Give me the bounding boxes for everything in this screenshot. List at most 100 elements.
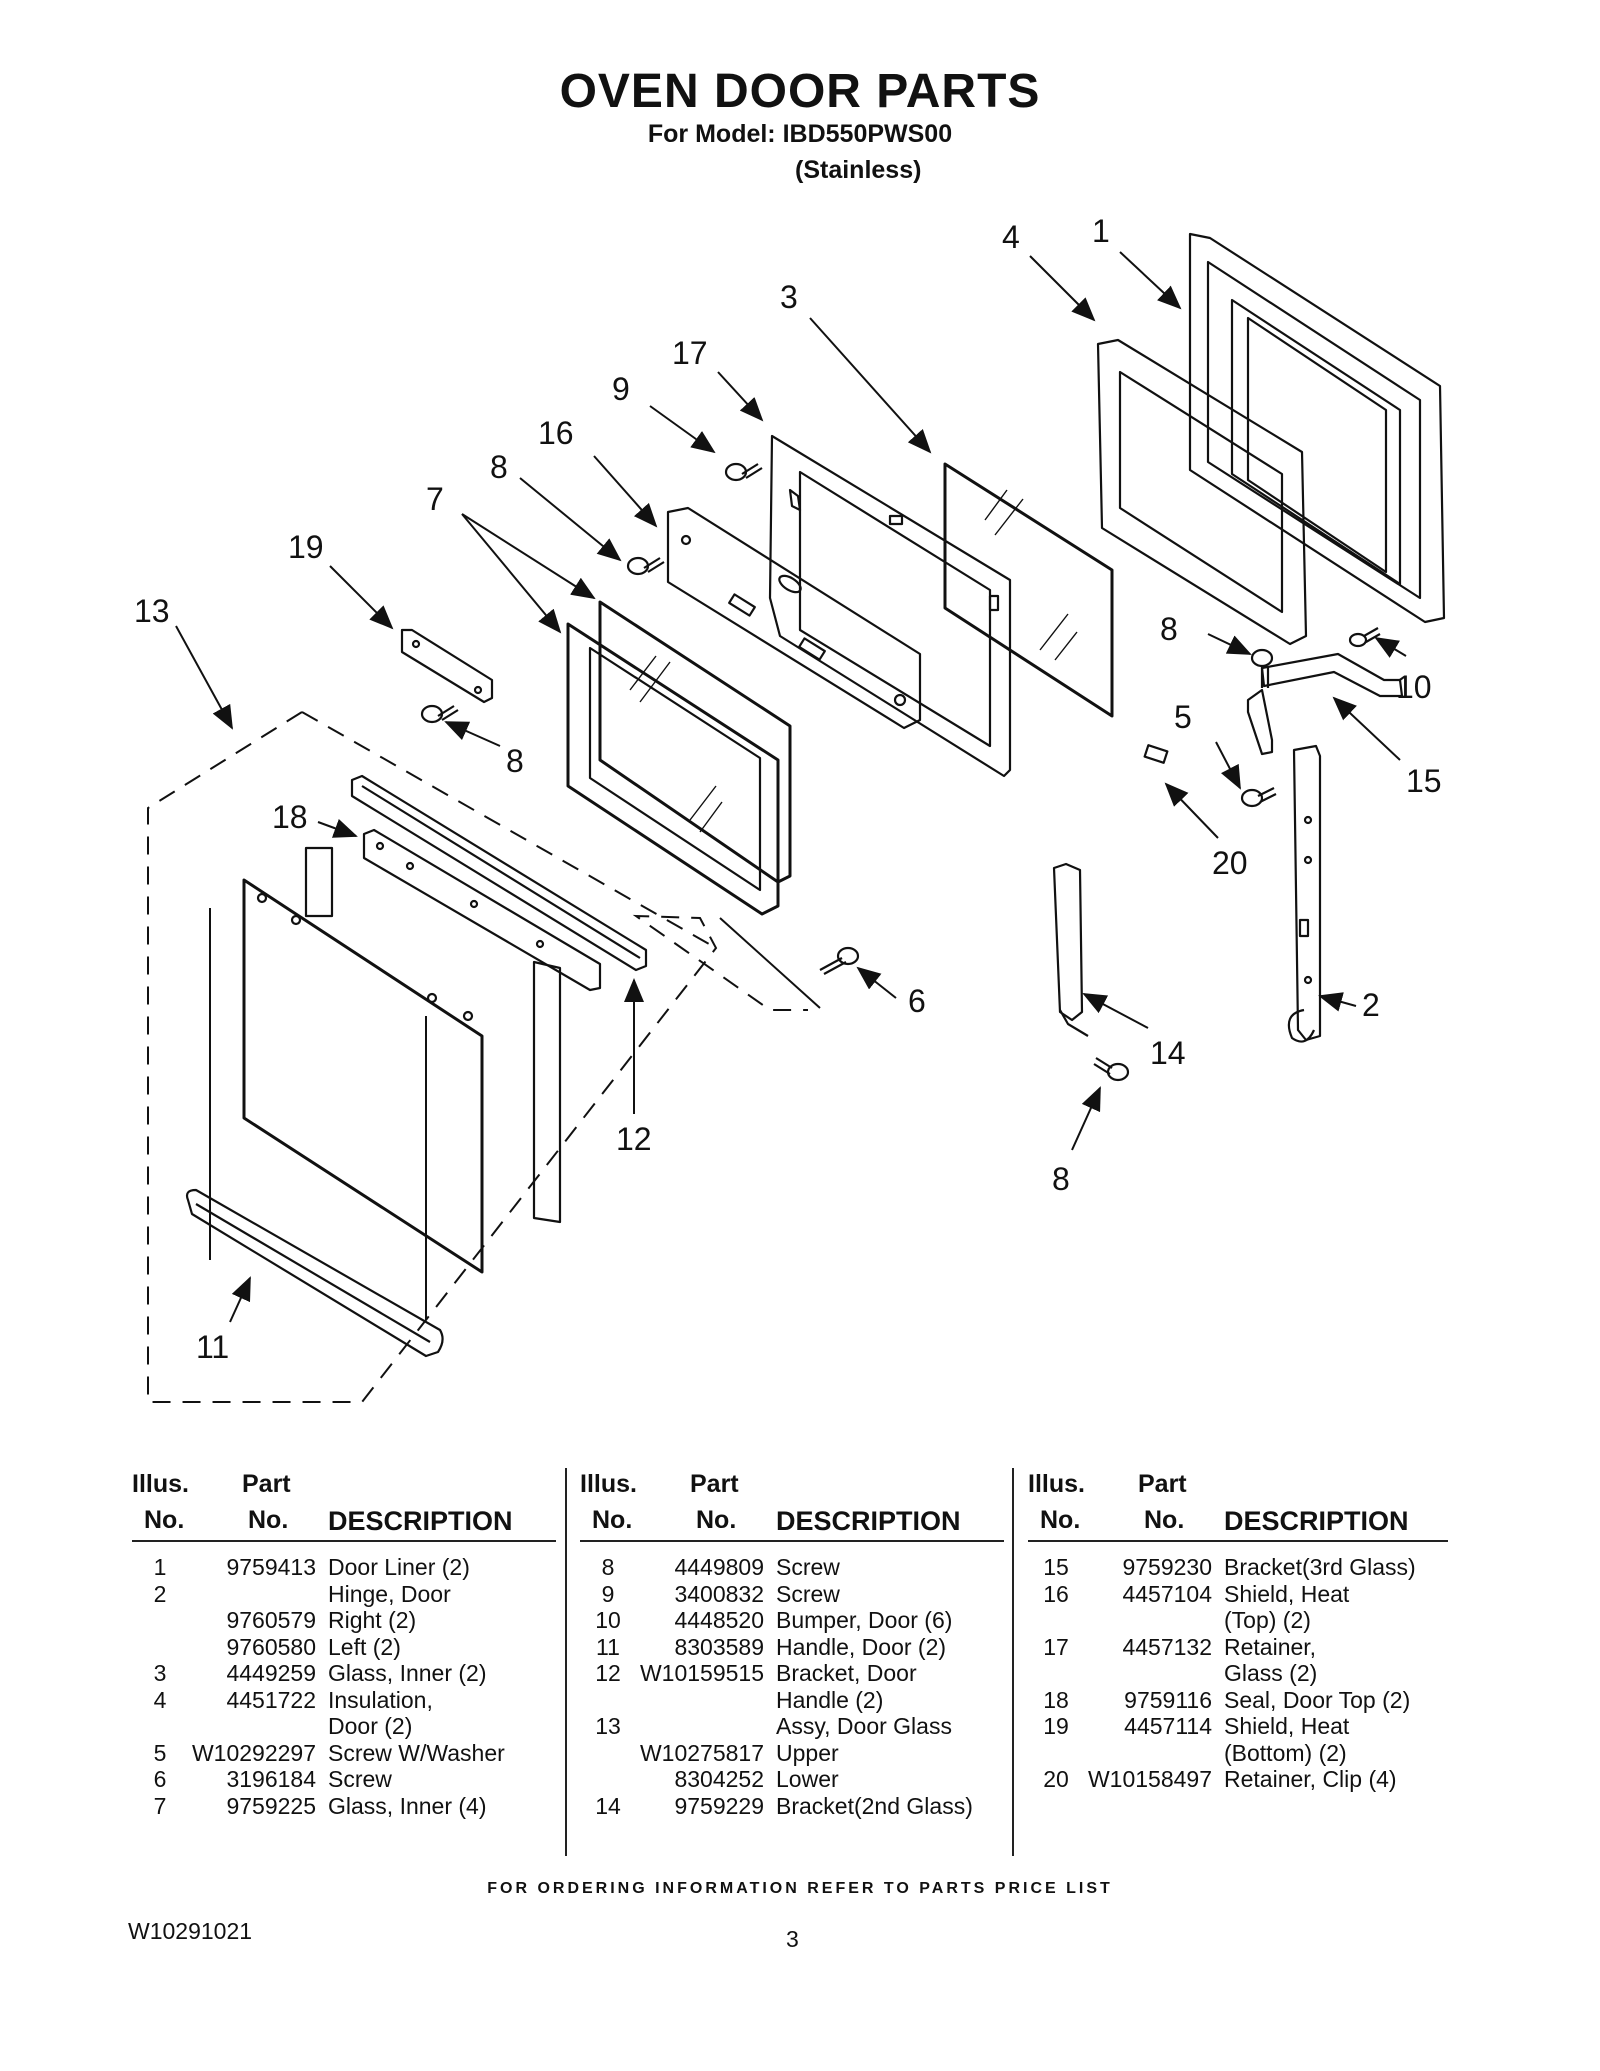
table-row: (Bottom) (2) bbox=[1028, 1740, 1448, 1767]
header-illus-no: No. bbox=[144, 1506, 185, 1534]
part-description: Hinge, Door bbox=[328, 1580, 451, 1607]
screw-part bbox=[724, 462, 763, 482]
callout-label: 8 bbox=[506, 743, 524, 779]
part-description: Shield, Heat bbox=[1224, 1713, 1350, 1739]
bracket-third-glass-part bbox=[1246, 652, 1404, 756]
exploded-parts-diagram: 1 2 3 4 5 6 7 8 9 10 11 12 13 14 15 16 1… bbox=[134, 213, 1446, 1403]
part-number: 4448520 bbox=[674, 1607, 764, 1633]
callout-label: 15 bbox=[1406, 763, 1442, 799]
part-number: 3196184 bbox=[226, 1766, 316, 1792]
illus-number: 16 bbox=[1043, 1580, 1069, 1607]
part-number: 9759229 bbox=[674, 1792, 764, 1819]
part-number: 9760580 bbox=[226, 1633, 316, 1660]
part-description: Screw bbox=[776, 1580, 840, 1607]
illus-number: 18 bbox=[1043, 1686, 1069, 1713]
handle-bracket-part bbox=[350, 774, 648, 972]
column-header: Illus. No. Part No. DESCRIPTION bbox=[1028, 1470, 1448, 1542]
door-liner-part bbox=[1188, 232, 1446, 624]
part-description: Door (2) bbox=[328, 1713, 413, 1739]
part-description: Retainer, bbox=[1224, 1633, 1317, 1660]
part-description: Lower bbox=[776, 1766, 839, 1792]
table-row: 14 9759229 Bracket(2nd Glass) bbox=[580, 1793, 1004, 1820]
callout-arrows bbox=[175, 251, 1407, 1323]
table-row: 9 3400832 Screw bbox=[580, 1581, 1004, 1608]
part-number: 3400832 bbox=[674, 1580, 764, 1607]
callout-label: 8 bbox=[1052, 1161, 1070, 1197]
callout-label: 9 bbox=[612, 371, 630, 407]
illus-number: 5 bbox=[153, 1739, 167, 1766]
header-illus: Illus. bbox=[580, 1470, 637, 1498]
page-title: OVEN DOOR PARTS bbox=[559, 65, 1041, 118]
illus-number: 9 bbox=[601, 1580, 615, 1607]
door-hinge-part bbox=[1287, 744, 1322, 1043]
screw-part bbox=[626, 556, 665, 576]
part-description: Bracket(2nd Glass) bbox=[776, 1792, 973, 1819]
header-description: DESCRIPTION bbox=[1224, 1506, 1409, 1536]
header-part-no: No. bbox=[248, 1506, 289, 1534]
callout-label: 8 bbox=[490, 449, 508, 485]
part-number: W10292297 bbox=[191, 1739, 316, 1766]
header-part: Part bbox=[690, 1470, 739, 1498]
callout-label: 5 bbox=[1174, 699, 1192, 735]
illus-number: 15 bbox=[1043, 1554, 1069, 1580]
part-description: Door Liner (2) bbox=[328, 1554, 470, 1580]
part-number: 9760579 bbox=[226, 1607, 316, 1633]
illus-number: 6 bbox=[153, 1766, 167, 1792]
header-illus-no: No. bbox=[592, 1506, 633, 1534]
leader-lines bbox=[209, 908, 821, 1320]
header-description: DESCRIPTION bbox=[776, 1506, 961, 1536]
heat-shield-bottom-part bbox=[400, 628, 494, 704]
callout-label: 18 bbox=[272, 799, 308, 835]
illus-number: 2 bbox=[153, 1580, 167, 1607]
part-number: 8303589 bbox=[674, 1633, 764, 1660]
page-number: 3 bbox=[786, 1926, 799, 1952]
illus-number: 20 bbox=[1043, 1766, 1069, 1792]
header-part-no: No. bbox=[696, 1506, 737, 1534]
part-description: Bumper, Door (6) bbox=[776, 1607, 953, 1633]
screw-part bbox=[1093, 1057, 1130, 1082]
callout-label: 7 bbox=[426, 481, 444, 517]
insulation-frame-part bbox=[1096, 338, 1308, 646]
part-description: (Top) (2) bbox=[1224, 1607, 1311, 1633]
table-row: Glass (2) bbox=[1028, 1660, 1448, 1687]
header-illus: Illus. bbox=[132, 1470, 189, 1498]
heat-shield-top-part bbox=[666, 506, 922, 730]
bracket-second-glass-part bbox=[1052, 862, 1089, 1037]
illus-number: 1 bbox=[153, 1554, 167, 1580]
part-description: Screw bbox=[328, 1766, 392, 1792]
illus-number: 11 bbox=[596, 1633, 620, 1660]
part-number: 8304252 bbox=[674, 1766, 764, 1792]
table-row: Handle (2) bbox=[580, 1687, 1004, 1714]
table-row: (Top) (2) bbox=[1028, 1607, 1448, 1634]
part-description: Bracket(3rd Glass) bbox=[1224, 1554, 1416, 1580]
illus-number: 8 bbox=[601, 1554, 615, 1580]
callout-label: 13 bbox=[134, 593, 170, 629]
callout-label: 8 bbox=[1160, 611, 1178, 647]
illus-number: 14 bbox=[595, 1792, 621, 1819]
illus-number: 3 bbox=[153, 1660, 167, 1686]
header-description: DESCRIPTION bbox=[328, 1506, 513, 1536]
illus-number: 13 bbox=[595, 1713, 621, 1739]
model-line: For Model: IBD550PWS00 bbox=[647, 120, 953, 148]
header-illus: Illus. bbox=[1028, 1470, 1085, 1498]
part-description: Insulation, bbox=[328, 1686, 433, 1713]
part-description: Upper bbox=[776, 1739, 839, 1766]
header-illus-no: No. bbox=[1040, 1506, 1081, 1534]
part-description: Bracket, Door bbox=[776, 1660, 917, 1686]
